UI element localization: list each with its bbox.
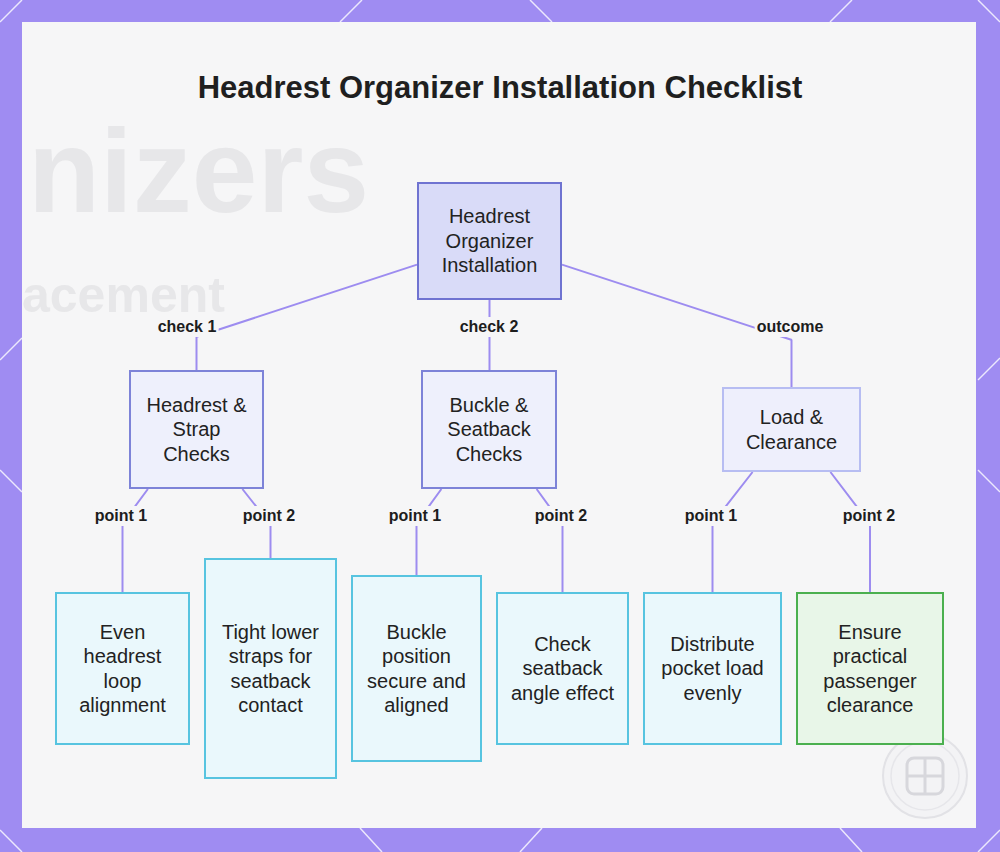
point-box: Tight lower straps for seatback contact [204,558,337,779]
node-text: Check seatback angle effect [506,632,619,706]
watermark-text: acement [22,270,225,320]
edge-label: point 2 [841,506,897,526]
edge-label: point 1 [683,506,739,526]
node-text: Tight lower straps for seatback contact [214,620,327,718]
edge-label: check 2 [458,317,521,337]
connector-line [416,489,441,575]
point-box: Distribute pocket load evenly [643,592,782,745]
node-text: Distribute pocket load evenly [653,632,772,706]
root-box: Headrest Organizer Installation [417,182,562,300]
node-text: Headrest Organizer Installation [427,204,552,278]
check-box: Headrest & Strap Checks [129,370,264,489]
point-box: Even headrest loop alignment [55,592,190,745]
watermark-text: nizers [28,112,369,230]
point-box: Ensure practical passenger clearance [796,592,944,745]
connector-line [196,265,417,370]
connector-line [122,489,148,592]
edge-label: point 1 [93,506,149,526]
node-text: Load & Clearance [732,405,851,454]
edge-label: point 2 [241,506,297,526]
edge-label: point 1 [387,506,443,526]
edge-label: outcome [755,317,826,337]
edge-label: point 2 [533,506,589,526]
outcome-box: Load & Clearance [722,387,861,472]
node-text: Buckle position secure and aligned [361,620,472,718]
edge-label: check 1 [156,317,219,337]
point-box: Check seatback angle effect [496,592,629,745]
connector-line [537,489,563,592]
node-text: Headrest & Strap Checks [139,393,254,467]
diagram-title: Headrest Organizer Installation Checklis… [150,68,850,107]
connector-line [830,472,870,592]
node-text: Ensure practical passenger clearance [806,620,934,718]
connector-line [712,472,753,592]
node-text: Buckle & Seatback Checks [431,393,547,467]
check-box: Buckle & Seatback Checks [421,370,557,489]
point-box: Buckle position secure and aligned [351,575,482,762]
node-text: Even headrest loop alignment [65,620,180,718]
